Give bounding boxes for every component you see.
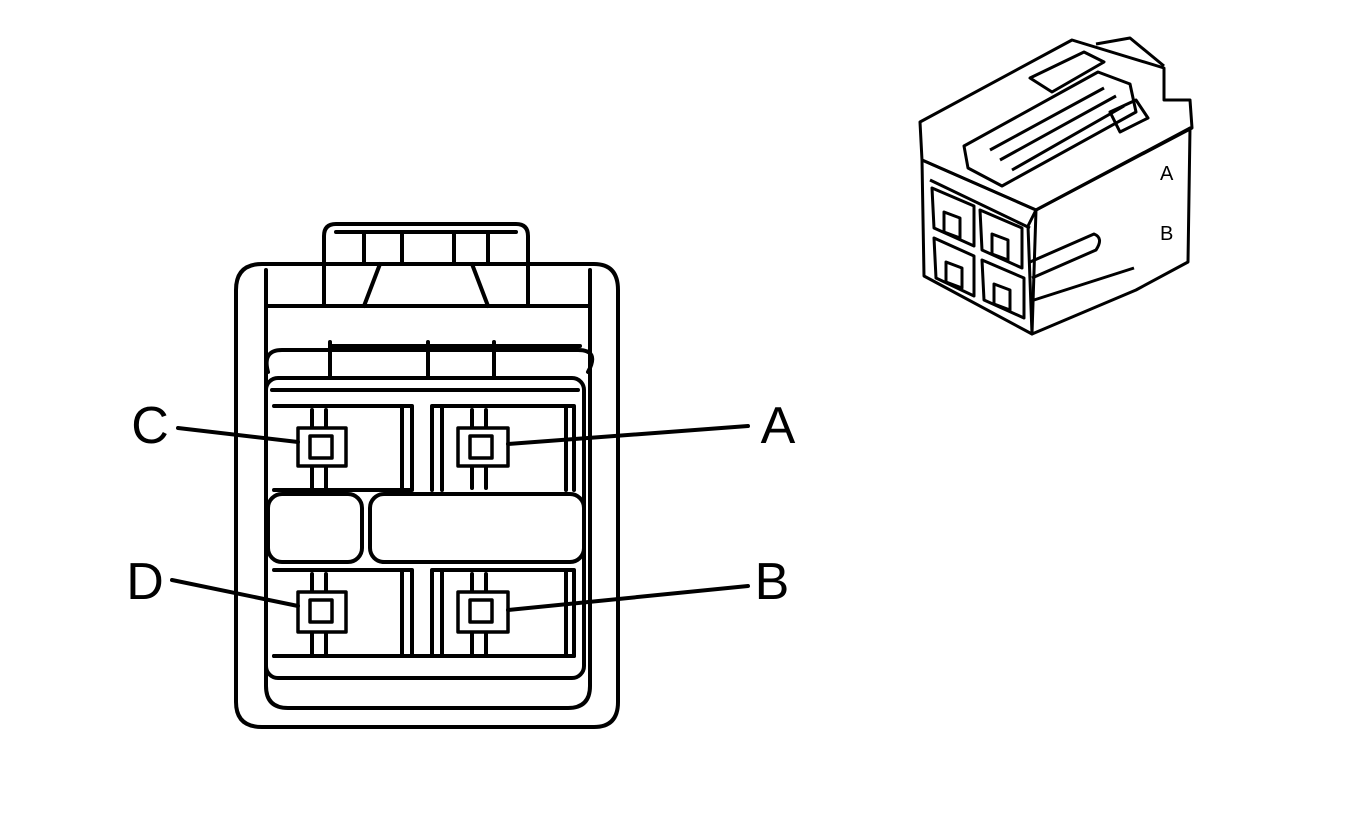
iso-cavities xyxy=(930,186,1026,320)
leader-line-b xyxy=(506,584,750,612)
locking-latch xyxy=(322,222,530,308)
cavity-upper-right-walls xyxy=(440,404,568,492)
iso-side-slot xyxy=(1029,232,1101,280)
cavity-upper-left xyxy=(272,404,414,492)
inner-housing-wall xyxy=(264,268,592,710)
pin-label-a: A xyxy=(761,397,796,455)
iso-front-face xyxy=(920,158,1038,336)
connector-isometric-view: A B xyxy=(918,36,1194,336)
iso-latch xyxy=(962,36,1165,188)
iso-front-rim xyxy=(929,178,1031,230)
terminal-c xyxy=(296,408,348,490)
pin-label-d: D xyxy=(126,553,164,611)
terminal-b xyxy=(456,572,510,656)
pin-label-c: C xyxy=(131,397,169,455)
leader-line-a xyxy=(506,424,750,446)
key-slot-right xyxy=(368,492,586,564)
outer-housing xyxy=(234,262,620,729)
leader-line-c xyxy=(176,426,300,444)
pin-label-b: B xyxy=(755,553,790,611)
cavity-lower-right xyxy=(430,568,576,658)
cavity-upper-right xyxy=(430,404,576,492)
iso-side-edge xyxy=(1033,266,1135,302)
iso-label-a: A xyxy=(1160,163,1174,185)
cavity-lower-right-walls xyxy=(440,568,568,658)
leader-line-d xyxy=(170,578,300,608)
terminal-d xyxy=(296,572,348,656)
key-slot-left xyxy=(266,492,364,564)
connector-face-view: C A D B xyxy=(126,222,796,729)
iso-label-b: B xyxy=(1160,223,1173,245)
terminal-a xyxy=(456,408,510,490)
